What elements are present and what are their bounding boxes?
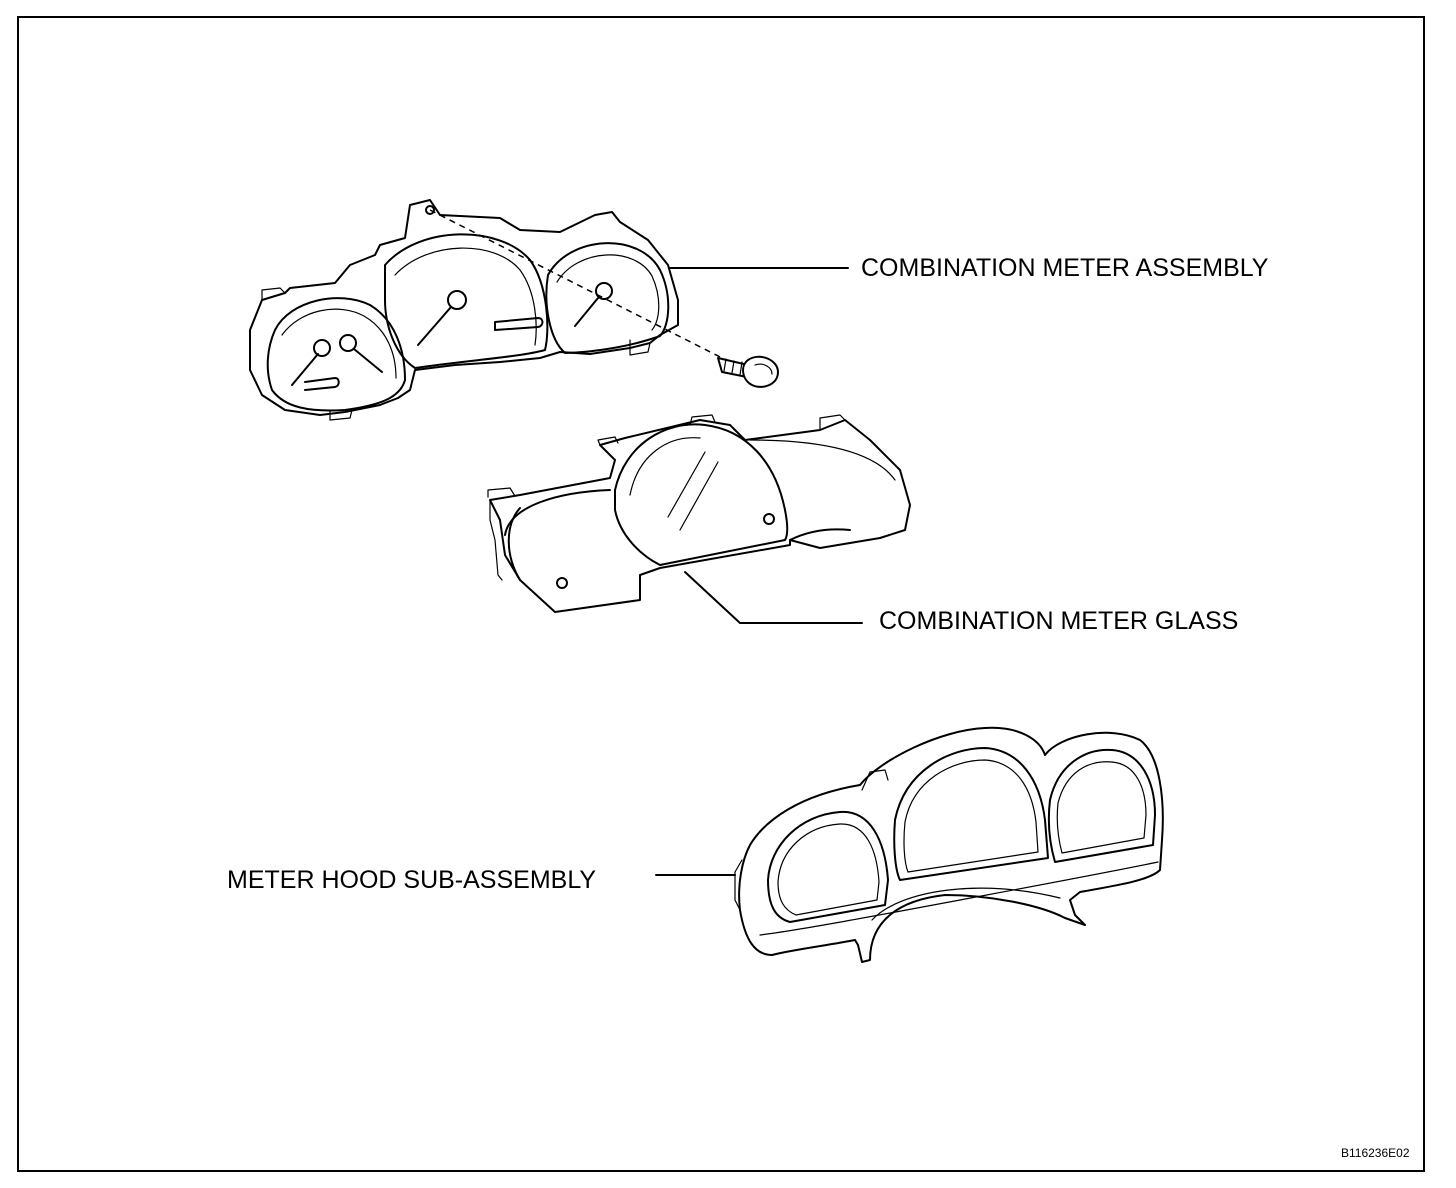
leader-combination-meter-glass [684,571,863,624]
label-combination-meter-assembly: COMBINATION METER ASSEMBLY [861,254,1269,282]
figure-code: B116236E02 [1341,1146,1410,1160]
diagram-frame [17,16,1425,1172]
combination-meter-glass-part [487,414,911,613]
label-meter-hood-sub-assembly: METER HOOD SUB-ASSEMBLY [227,866,597,894]
screw-part [717,355,779,388]
meter-hood-sub-assembly-part [734,726,1164,963]
alignment-dashed-line [429,209,731,363]
label-combination-meter-glass: COMBINATION METER GLASS [879,607,1239,635]
combination-meter-assembly-part [249,199,679,421]
